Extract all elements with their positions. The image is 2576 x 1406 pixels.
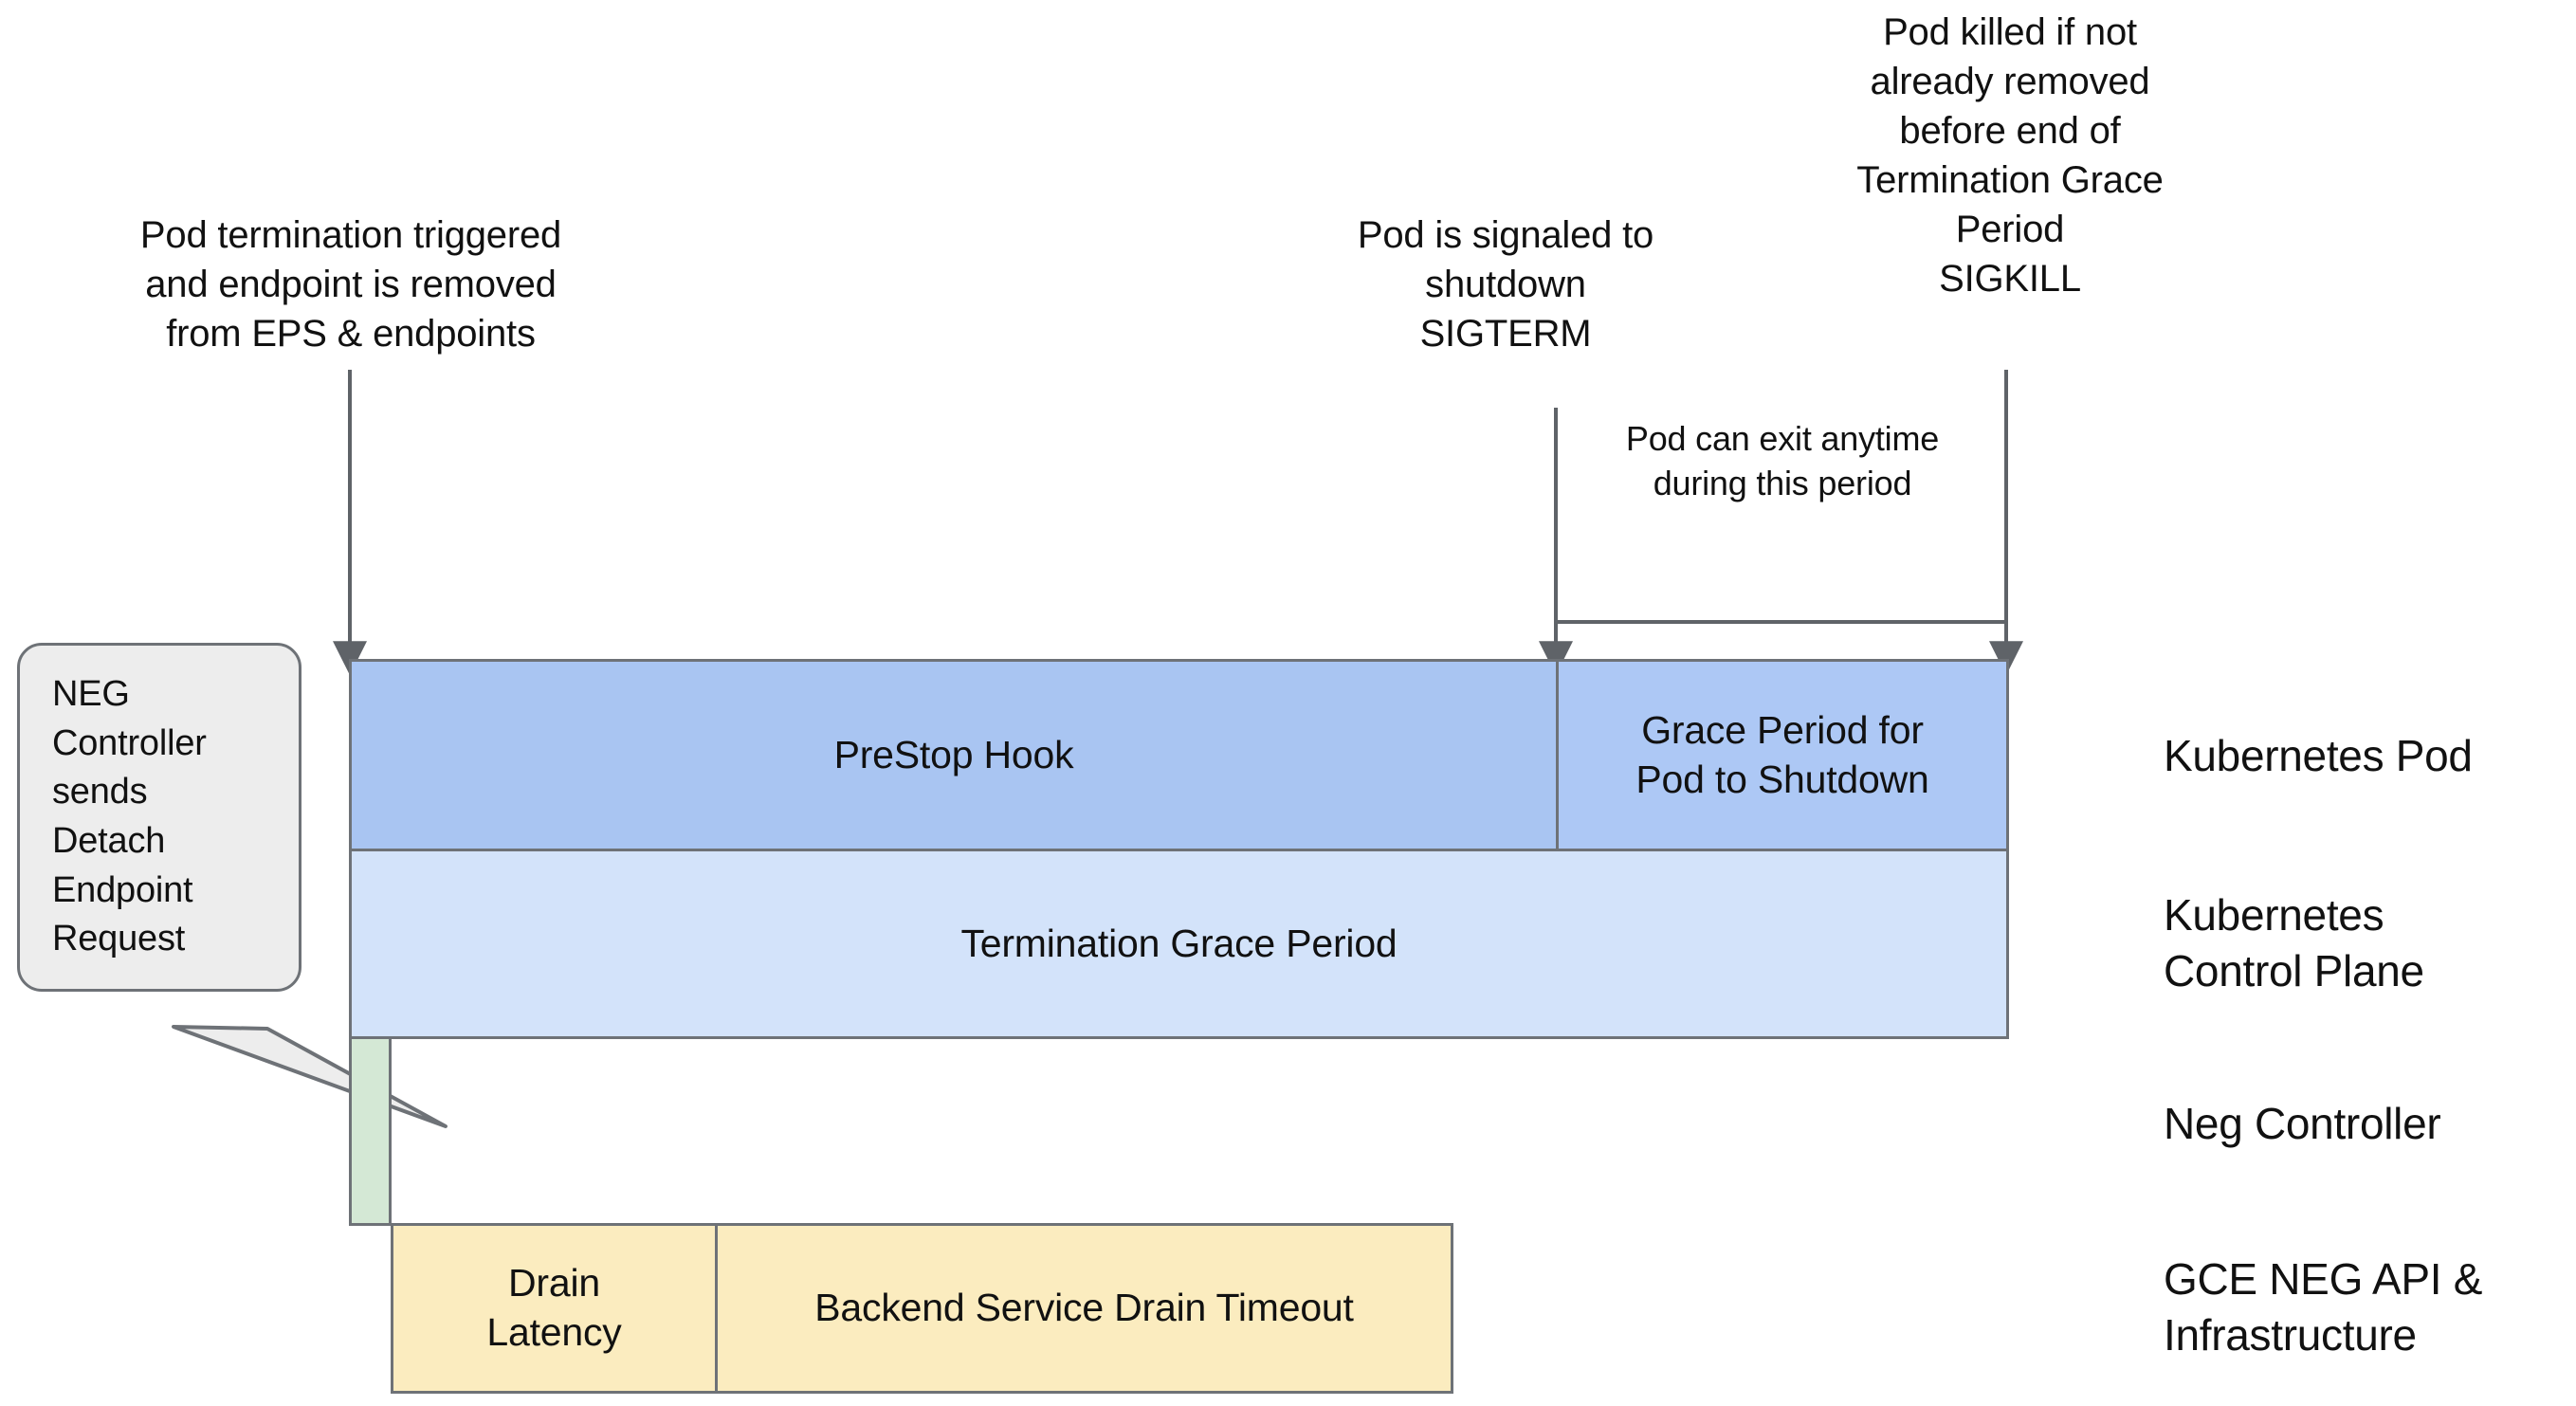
bar-termination-grace-period: Termination Grace Period: [349, 849, 2009, 1039]
bar-drain-latency: Drain Latency: [391, 1223, 718, 1394]
annotation-pod-signaled-sigterm: Pod is signaled to shutdown SIGTERM: [1357, 214, 1654, 355]
lane-label-kubernetes-pod: Kubernetes Pod: [2164, 731, 2473, 780]
annotation-pod-can-exit-anytime: Pod can exit anytime during this period: [1625, 419, 1940, 502]
lane-label-neg-controller: Neg Controller: [2164, 1099, 2441, 1148]
bar-prestop-hook: PreStop Hook: [349, 659, 1559, 851]
lane-label-gce-neg-api: GCE NEG API & Infrastructure: [2164, 1254, 2483, 1360]
annotation-pod-termination-triggered: Pod termination triggered and endpoint i…: [139, 214, 562, 355]
callout-tail: [172, 1025, 448, 1128]
bar-grace-period-shutdown: Grace Period for Pod to Shutdown: [1556, 659, 2009, 851]
bar-backend-service-drain-timeout: Backend Service Drain Timeout: [715, 1223, 1453, 1394]
lane-label-kubernetes-control-plane: Kubernetes Control Plane: [2164, 890, 2424, 995]
bar-neg-detach: [349, 1036, 392, 1226]
neg-controller-callout: NEG Controller sends Detach Endpoint Req…: [17, 643, 301, 993]
annotation-pod-killed-sigkill: Pod killed if not already removed before…: [1856, 11, 2164, 300]
